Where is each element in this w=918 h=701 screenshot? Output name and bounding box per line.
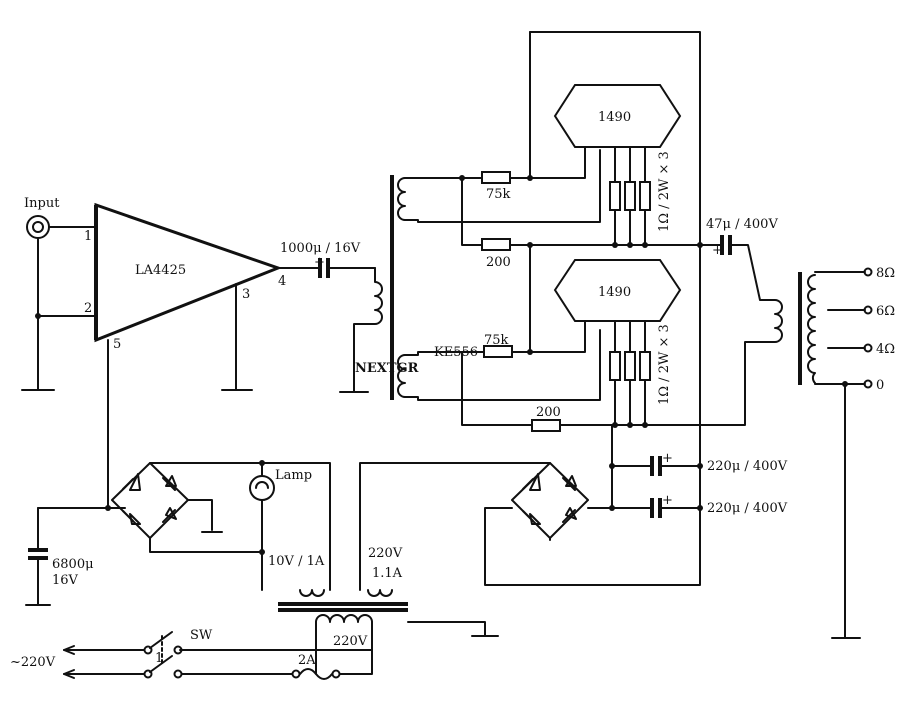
fuse xyxy=(299,668,333,680)
coupling-cap-label: 47μ / 400V xyxy=(706,217,778,232)
hv-secondary-label-2: 1.1A xyxy=(372,566,403,581)
ic-bottom xyxy=(553,259,682,322)
svg-text:+: + xyxy=(712,243,723,258)
cap-hv2-plus: + xyxy=(662,493,673,508)
amplifier-ic-label: LA4425 xyxy=(135,263,186,278)
r75k-top-label: 75k xyxy=(486,187,511,202)
tap-4-label: 4Ω xyxy=(876,342,895,357)
filter-cap-label-1: 6800μ xyxy=(52,557,94,572)
cap-hv1-plus: + xyxy=(662,451,673,466)
switch-label: SW xyxy=(190,628,213,643)
amplifier-ic xyxy=(94,202,283,343)
pin4-label: 4 xyxy=(278,274,286,289)
resistor-75k-top xyxy=(481,171,511,184)
tap-6-label: 6Ω xyxy=(876,304,895,319)
ic-bottom-label: 1490 xyxy=(598,285,631,300)
r200-bottom-label: 200 xyxy=(536,405,561,420)
ic-top-label: 1490 xyxy=(598,110,631,125)
cap-hv2-label: 220μ / 400V xyxy=(707,501,788,516)
cap-hv1-label: 220μ / 400V xyxy=(707,459,788,474)
input-jack xyxy=(26,215,50,239)
ic-top xyxy=(553,84,682,148)
pin5-label: 5 xyxy=(113,337,121,352)
cap-plus: + xyxy=(314,255,325,270)
lv-bridge-rectifier xyxy=(111,462,189,539)
pin3-label: 3 xyxy=(242,287,250,302)
tap-8-label: 8Ω xyxy=(876,266,895,281)
pin2-label: 2 xyxy=(84,301,92,316)
rpar-top-label: 1Ω / 2W × 3 xyxy=(657,151,672,232)
primary-label: 220V xyxy=(333,634,368,649)
filter-cap-label-2: 16V xyxy=(52,573,79,588)
lamp xyxy=(249,475,275,501)
tap-0-label: 0 xyxy=(876,378,884,393)
kess-label: KE556 xyxy=(434,345,478,360)
resistor-200-bottom xyxy=(531,419,561,432)
hv-bridge-rectifier xyxy=(511,462,589,539)
fuse-label: 2A xyxy=(298,653,316,668)
lamp-label: Lamp xyxy=(275,468,312,483)
rpar-bottom-label: 1Ω / 2W × 3 xyxy=(657,324,672,405)
hv-secondary-label-1: 220V xyxy=(368,546,403,561)
mains-label: ~220V xyxy=(10,655,56,670)
input-label: Input xyxy=(24,196,60,211)
pin1-label: 1 xyxy=(84,229,92,244)
r75k-bottom-label: 75k xyxy=(484,333,509,348)
lv-secondary-label: 10V / 1A xyxy=(268,554,325,569)
watermark: NEXTGR xyxy=(355,361,419,376)
junctions xyxy=(35,175,848,555)
output-cap-label: 1000μ / 16V xyxy=(280,241,361,256)
resistor-200-top xyxy=(481,238,511,251)
r200-top-label: 200 xyxy=(486,255,511,270)
switch-pos-label: 1 xyxy=(155,651,163,666)
